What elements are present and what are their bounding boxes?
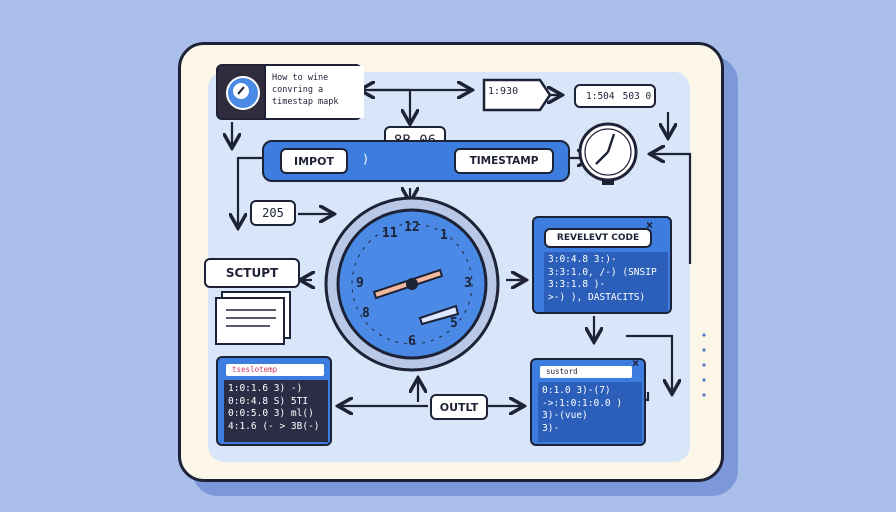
small-clock-icon	[578, 122, 638, 185]
code-line: 0:0:5.0 3) ml()	[228, 408, 314, 419]
right-code-window: × sustord 0:1.0 3)-(7) ->:1:0:1:0.0 ) 3)…	[530, 356, 646, 446]
import-glyph: )	[362, 152, 370, 166]
import-label: IMPOT	[280, 148, 348, 174]
output-label: OUTLT	[430, 394, 488, 420]
chip-right: 1:504 503 0	[574, 84, 656, 108]
right-code-body: 0:1.0 3)-(7) ->:1:0:1:0.0 ) 3)-(vue) 3)-	[538, 382, 642, 442]
clock-number-5: 5	[450, 316, 458, 331]
right-code-tag: sustord	[540, 366, 632, 378]
code-line: 1:0:1.6 3) -)	[228, 383, 303, 394]
code-line: 3)-(vue)	[542, 410, 588, 421]
arrow-right-loop	[652, 154, 692, 264]
title-line-2: convring a	[272, 85, 324, 95]
code-line: 0:1.0 3)-(7)	[542, 385, 611, 396]
code-line: 3)-	[542, 422, 560, 434]
code-line: >-) ), DASTACITS)	[548, 291, 646, 303]
clock-badge-icon	[226, 76, 260, 110]
clock-number-8: 8	[362, 306, 370, 321]
close-icon[interactable]: ×	[632, 356, 640, 370]
clock-icon	[324, 196, 500, 372]
clock-number-9: 9	[356, 276, 364, 291]
clock-number-12: 12	[404, 220, 420, 235]
clock-number-3: 3	[464, 276, 472, 291]
code-line: 3:0:4.8 3:)-	[548, 254, 617, 265]
title-text: How to wine convring a timestap mapk	[264, 66, 364, 118]
left-code-window: tseslotemp 1:0:1.6 3) -) 0:0:4.8 S) 5TI …	[216, 356, 332, 446]
arrow-right-side	[626, 334, 672, 392]
small-value-box: 205	[250, 200, 296, 226]
relevant-code-title: REVELEVT CODE	[544, 228, 652, 248]
title-card: How to wine convring a timestap mapk	[216, 64, 364, 120]
document-stack-icon	[215, 291, 291, 345]
title-line-3: timestap mapk	[272, 97, 339, 107]
clock-number-6: 6	[408, 334, 416, 349]
relevant-code-window: × REVELEVT CODE 3:0:4.8 3:)- 3:3:1.0, /-…	[532, 216, 672, 314]
close-icon[interactable]: ×	[646, 218, 654, 232]
title-line-1: How to wine	[272, 73, 329, 83]
left-code-tag: tseslotemp	[226, 364, 324, 376]
arrow-left-loop	[238, 156, 262, 226]
code-line: 0:0:4.8 S) 5TI	[228, 395, 309, 407]
code-line: 3:3:1.0, /-) (SNSIP	[548, 266, 657, 278]
relevant-code-body: 3:0:4.8 3:)- 3:3:1.0, /-) (SNSIP 3:3:1.8…	[544, 252, 668, 312]
chip-right-value-b: 503 0	[622, 90, 652, 102]
clock-number-1: 1	[440, 228, 448, 243]
chip-right-value-a: 1:504	[586, 90, 615, 102]
clock-number-11: 11	[382, 226, 398, 241]
code-line: 3:3:1.8 )-	[548, 279, 606, 290]
dots-decoration	[702, 333, 706, 397]
chip-left-shape	[482, 78, 552, 112]
import-bar: IMPOT ) TIMESTAMP	[262, 140, 570, 182]
chip-left: 1:930	[488, 86, 519, 97]
code-line: ->:1:0:1:0.0 )	[542, 397, 623, 409]
script-label: SCTUPT	[204, 258, 300, 288]
code-line: 4:1.6 (- > 3B(-)	[228, 420, 320, 432]
timestamp-label: TIMESTAMP	[454, 148, 554, 174]
left-code-body: 1:0:1.6 3) -) 0:0:4.8 S) 5TI 0:0:5.0 3) …	[224, 380, 328, 442]
